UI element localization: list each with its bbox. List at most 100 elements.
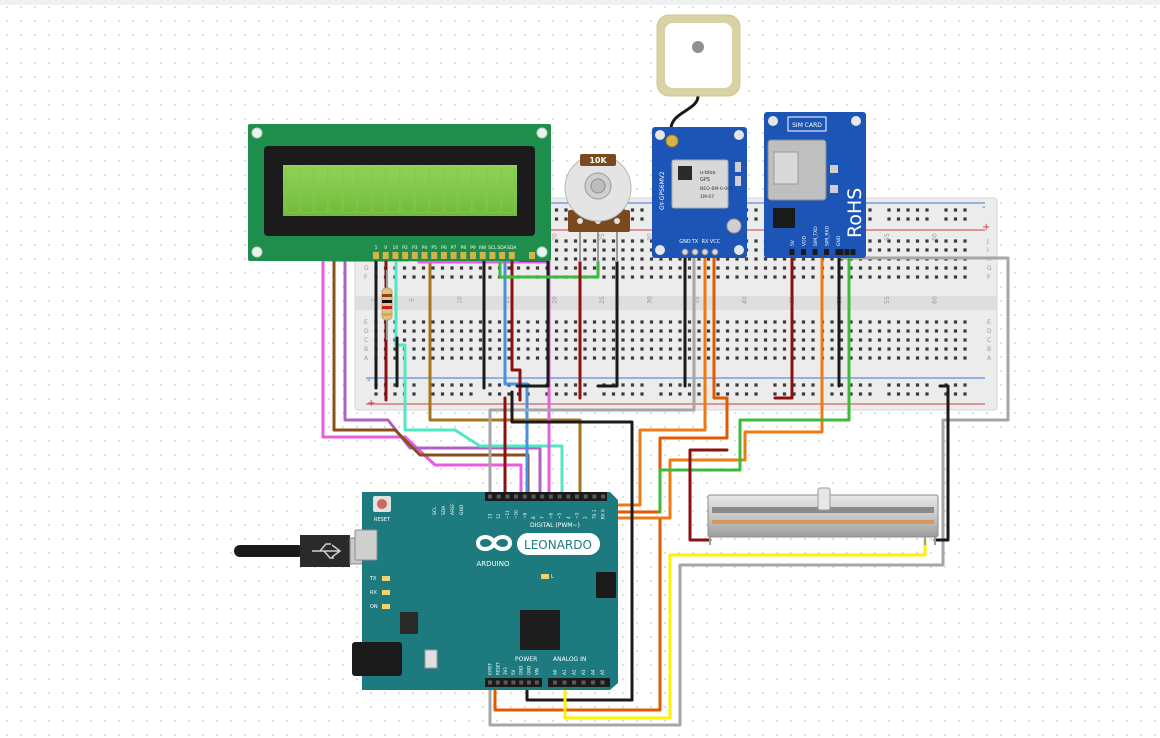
breadboard-hole: [925, 275, 929, 279]
breadboard-hole: [640, 257, 644, 261]
breadboard-hole: [792, 320, 796, 324]
breadboard-hole: [725, 275, 730, 279]
lcd-cell: [400, 167, 415, 190]
breadboard-hole: [564, 208, 568, 212]
breadboard-hole: [668, 356, 673, 360]
breadboard-hole: [583, 239, 587, 243]
digital-pin-label: ~5: [557, 512, 562, 519]
breadboard-hole: [516, 320, 521, 324]
breadboard-hole: [488, 275, 492, 279]
breadboard-hole: [744, 392, 749, 396]
breadboard-hole: [725, 257, 730, 261]
breadboard-hole: [735, 329, 739, 333]
breadboard-hole: [934, 320, 939, 324]
breadboard-hole: [773, 257, 777, 261]
breadboard-hole: [763, 266, 768, 270]
breadboard-hole: [868, 248, 872, 252]
breadboard-hole: [868, 392, 872, 396]
breadboard-hole: [526, 338, 530, 342]
breadboard-hole: [583, 248, 587, 252]
gsm-pin-label: 5V: [790, 239, 796, 246]
breadboard-hole: [459, 338, 464, 342]
wire-grey-gps-tx: [488, 256, 1010, 727]
wire-black-arduino-gnd: [510, 390, 634, 702]
breadboard-hole: [621, 257, 625, 261]
lcd-pin-label: 10: [393, 245, 399, 251]
breadboard-hole: [725, 347, 730, 351]
breadboard-hole: [602, 347, 606, 351]
gps-antenna[interactable]: [656, 14, 741, 129]
lcd-pin: [499, 252, 506, 259]
breadboard-hole: [773, 392, 777, 396]
breadboard-hole: [412, 356, 416, 360]
breadboard-hole: [934, 266, 939, 270]
breadboard-hole: [421, 347, 426, 351]
breadboard-hole: [944, 329, 948, 333]
breadboard-hole: [412, 383, 416, 387]
breadboard-hole: [678, 356, 682, 360]
breadboard-hole: [763, 338, 768, 342]
breadboard-row-letter: F: [987, 274, 991, 281]
pot-knob-center: [590, 178, 606, 194]
breadboard-hole: [887, 217, 891, 221]
breadboard-hole: [963, 329, 967, 333]
breadboard-hole: [630, 383, 635, 387]
wire-dark-red-slider: [688, 448, 729, 542]
breadboard-hole: [735, 320, 739, 324]
breadboard-hole: [934, 356, 939, 360]
breadboard-hole: [953, 338, 958, 342]
slide-pot-knob[interactable]: [817, 487, 831, 511]
analog-label: ANALOG IN: [553, 656, 586, 663]
breadboard-hole: [649, 275, 654, 279]
breadboard-hole: [402, 275, 407, 279]
breadboard-hole: [744, 383, 749, 387]
breadboard-hole: [459, 329, 464, 333]
breadboard-hole: [649, 239, 654, 243]
capacitor: [424, 649, 438, 669]
breadboard-hole: [602, 320, 606, 324]
breadboard-hole: [602, 392, 606, 396]
gps-pin: [701, 248, 709, 256]
slide-potentiometer[interactable]: [707, 487, 939, 545]
digital-pin-label: ~9: [522, 512, 527, 519]
lcd-cell: [357, 167, 372, 190]
potentiometer[interactable]: 10K: [564, 154, 632, 262]
breadboard-hole: [934, 347, 939, 351]
resistor[interactable]: [381, 270, 393, 340]
analog-header-pin: [562, 680, 567, 685]
digital-pin-label: 4: [566, 516, 571, 519]
breadboard-hole: [754, 347, 758, 351]
lcd-pin-label: P3: [412, 245, 418, 251]
breadboard-hole: [963, 320, 967, 324]
breadboard-hole: [535, 329, 540, 333]
digital-header-pin: [488, 494, 492, 499]
breadboard-hole: [744, 356, 749, 360]
rail-minus-label-right: -: [982, 202, 986, 213]
breadboard-hole: [469, 383, 473, 387]
breadboard-column-number: 5: [409, 298, 416, 302]
gps-module[interactable]: NEO-6M-0-001 u-blox GPS 1M-07 GY-GPS6MV2…: [652, 127, 747, 258]
breadboard-hole: [963, 356, 967, 360]
gsm-pin: [812, 249, 818, 255]
gps-chip-line: NEO-6M-0-001: [700, 186, 733, 192]
breadboard-hole: [526, 329, 530, 333]
wire-orange-gsm-txd: [596, 253, 824, 520]
lcd-cell: [343, 167, 357, 190]
breadboard-hole: [915, 383, 920, 387]
breadboard-hole: [611, 329, 616, 333]
power-header-pin: [495, 680, 500, 685]
lcd-pin: [529, 252, 535, 259]
breadboard-hole: [621, 275, 625, 279]
lcd-cell: [299, 167, 314, 190]
breadboard-hole: [440, 383, 445, 387]
breadboard-hole: [592, 347, 597, 351]
rail-minus-label: -: [367, 375, 371, 386]
breadboard-row-letter: G: [364, 265, 369, 272]
wire-blue: [503, 258, 529, 499]
lcd-pin-label: P2: [402, 245, 408, 251]
breadboard-hole: [697, 347, 701, 351]
